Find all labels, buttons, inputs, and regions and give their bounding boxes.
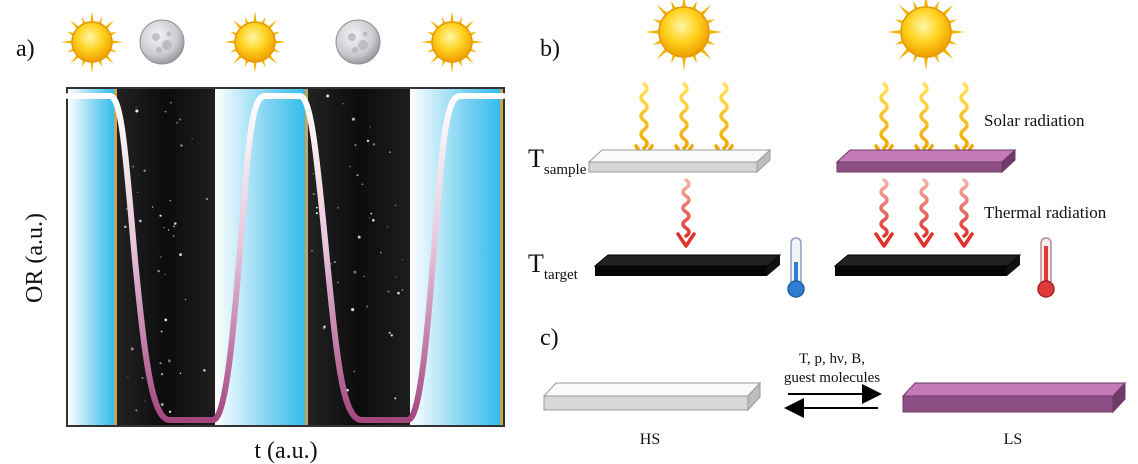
ls-label: LS [1004,431,1023,448]
day-night-icon-row [61,11,483,73]
hs-label: HS [640,431,660,448]
solar-radiation-label: Solar radiation [984,111,1085,130]
panel-b-label: b) [540,36,560,62]
solar-wave-arrow [674,82,694,160]
sample-slab-hs [587,148,772,174]
target-slab-left [593,254,782,276]
x-axis-label: t (a.u.) [254,438,317,464]
sample-slab-ls [835,148,1017,174]
night-band-2 [308,89,410,425]
target-slab-right [833,254,1022,276]
solar-wave-arrow [634,82,654,160]
thermal-radiation-label: Thermal radiation [984,203,1107,222]
thermal-wave-arrow [914,178,934,248]
panel-b-suns [645,0,965,71]
night-band-1 [117,89,215,425]
day-edge-2 [305,89,308,425]
y-axis-label: OR (a.u.) [22,213,48,303]
panel-a-label: a) [16,36,35,62]
solar-wave-arrow [714,82,734,160]
day-edge-3 [500,89,503,425]
t-target-label: Ttarget [528,249,579,283]
moon-icon [335,19,381,65]
thermometer-cold-icon [787,237,805,298]
panel-c-label: c) [540,325,559,351]
night-stars [121,94,404,413]
stimulus-label-line1: T, p, hν, B, [799,351,865,367]
sun-icon [887,0,965,71]
thermometer-hot-icon [1037,237,1055,298]
stimulus-label-line2: guest molecules [784,370,880,386]
sun-icon [645,0,723,71]
day-band-1 [68,89,114,425]
ls-slab [901,381,1127,414]
t-sample-label: Tsample [528,144,587,178]
thermal-wave-arrow [954,178,974,248]
hs-slab [542,381,762,412]
optical-response-curve [65,93,506,423]
panel-a-plot [65,87,506,427]
thermal-wave-arrow [874,178,894,248]
solar-radiation-arrows [634,82,974,160]
sun-icon [61,11,123,73]
moon-icon [139,19,185,65]
solar-wave-arrow [954,82,974,160]
solar-wave-arrow [914,82,934,160]
sun-icon [224,11,286,73]
solar-wave-arrow [874,82,894,160]
sun-icon [421,11,483,73]
thermal-radiation-arrows [676,178,974,248]
day-edge-1 [114,89,117,425]
thermal-wave-arrow [676,178,696,248]
